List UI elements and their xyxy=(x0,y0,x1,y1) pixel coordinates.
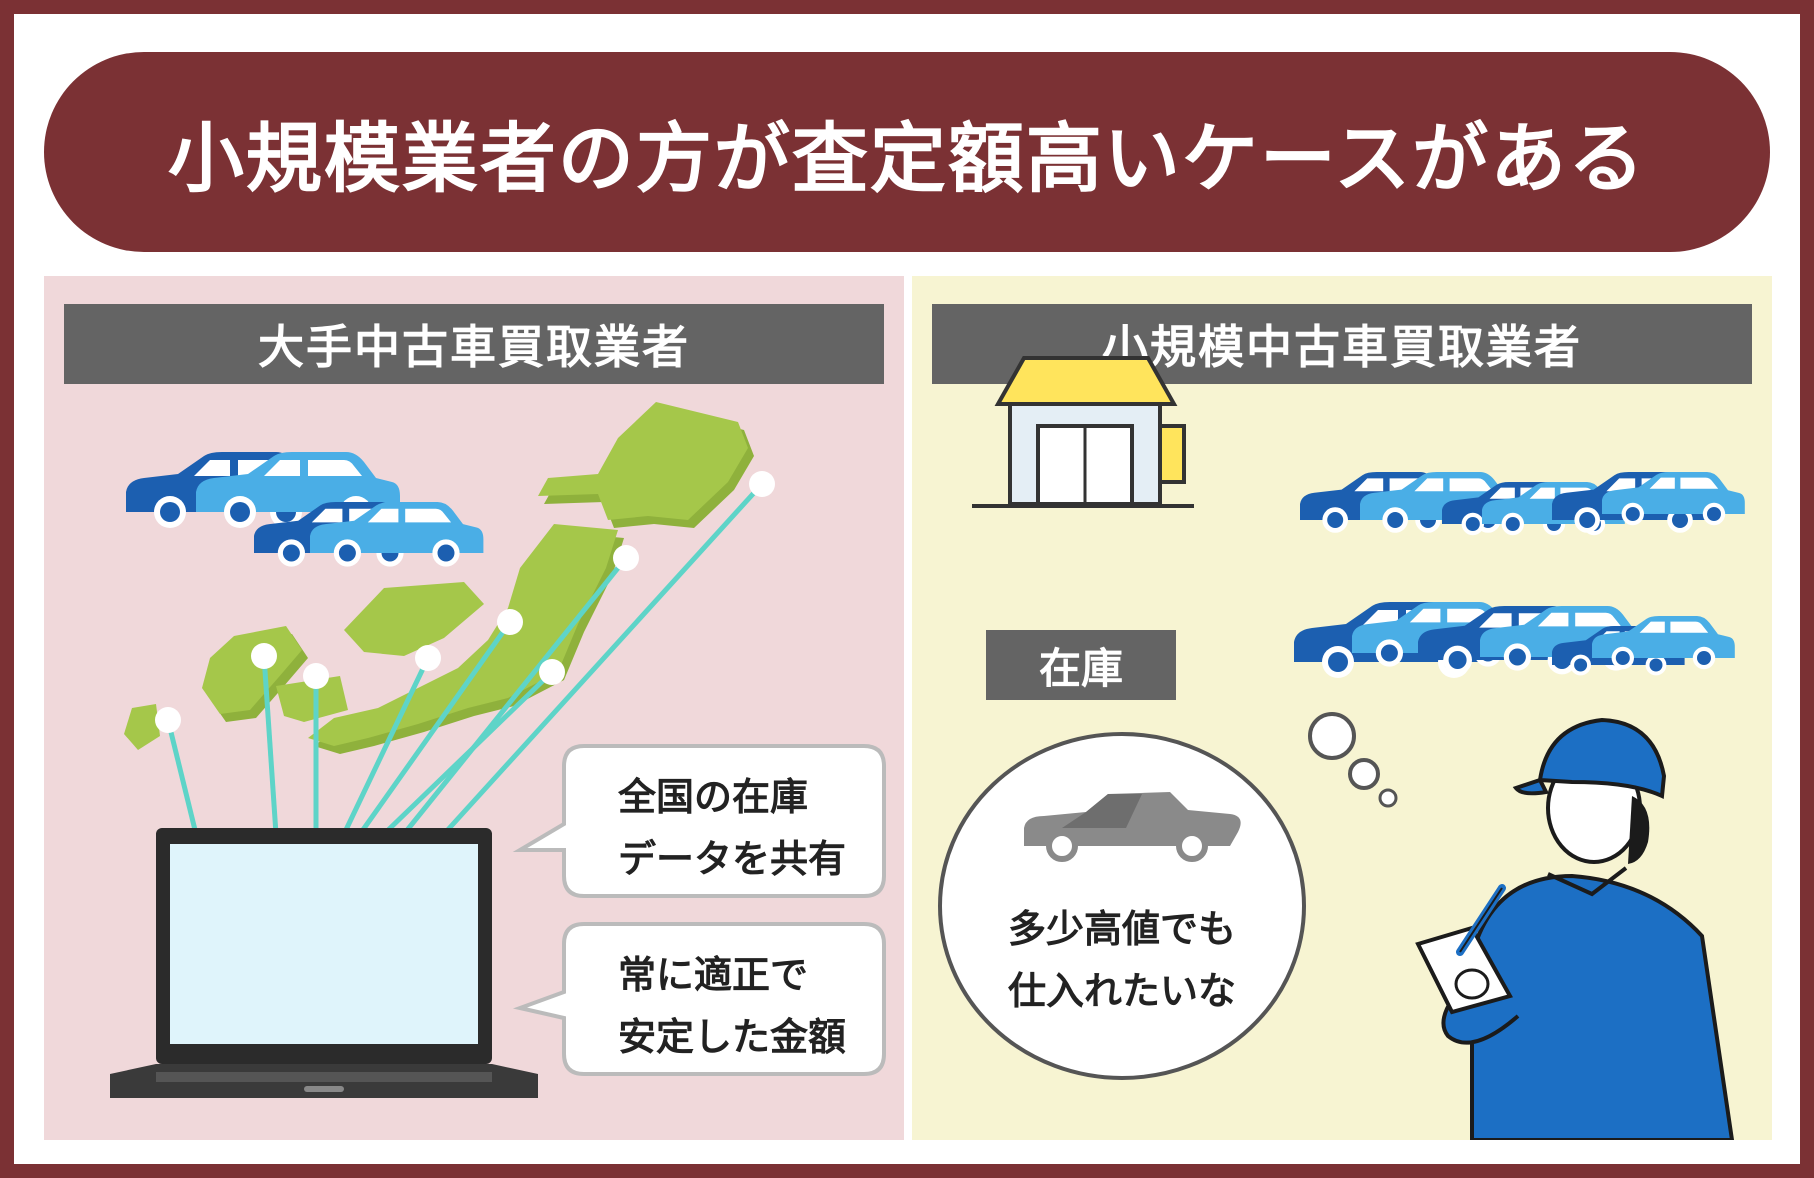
title-banner: 小規模業者の方が査定額高いケースがある xyxy=(44,52,1770,252)
speech-bubble xyxy=(512,922,886,1076)
thought-text: 多少高値でも 仕入れたいな xyxy=(972,898,1272,1022)
large-dealer-header: 大手中古車買取業者 xyxy=(64,304,884,384)
large-dealer-panel: 大手中古車買取業者 xyxy=(44,276,904,1140)
stock-label: 在庫 xyxy=(986,630,1176,700)
worker-icon xyxy=(1415,717,1735,1140)
page-title: 小規模業者の方が査定額高いケースがある xyxy=(167,114,1647,203)
laptop-icon xyxy=(110,828,538,1098)
small-dealer-panel: 小規模中古車買取業者 xyxy=(912,276,1772,1140)
small-dealer-header: 小規模中古車買取業者 xyxy=(932,304,1752,384)
large-dealer-illustration xyxy=(110,402,886,1098)
thought-line: 仕入れたいな xyxy=(1007,969,1236,1013)
speech-bubble xyxy=(512,744,886,898)
bubble-stable-price: 常に適正で 安定した金額 xyxy=(618,944,846,1068)
bubble-line: 全国の在庫 xyxy=(618,775,809,819)
small-dealer-illustration xyxy=(938,356,1745,1140)
bubble-line: 安定した金額 xyxy=(618,1015,847,1059)
bubble-shared-inventory: 全国の在庫 データを共有 xyxy=(618,766,846,890)
sports-car-icon xyxy=(1024,792,1241,862)
thought-line: 多少高値でも xyxy=(1007,907,1236,951)
bubble-line: データを共有 xyxy=(618,837,847,881)
thought-bubble xyxy=(938,712,1398,1080)
infographic-frame: 小規模業者の方が査定額高いケースがある 大手中古車買取業者 xyxy=(14,14,1800,1164)
shop-icon xyxy=(972,356,1194,508)
car-icon xyxy=(1552,472,1745,533)
japan-map-icon xyxy=(124,402,775,836)
bubble-line: 常に適正で xyxy=(618,953,809,997)
